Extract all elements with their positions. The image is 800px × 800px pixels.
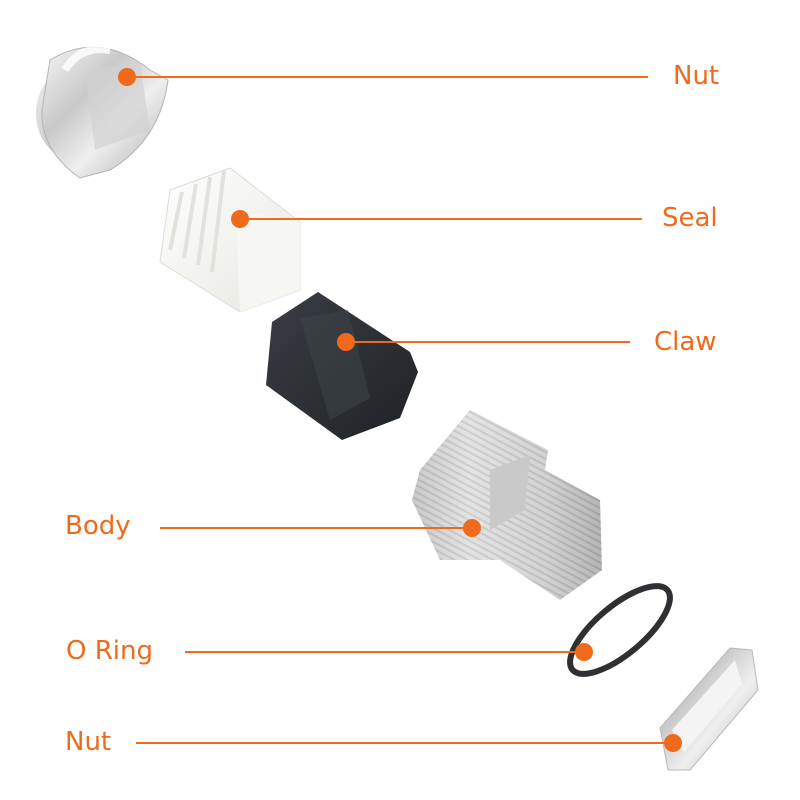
callout-dot-body [463,519,481,537]
nut-bottom-part [659,647,759,771]
callout-dot-claw [337,333,355,351]
o-ring-part [567,583,673,677]
label-body: Body [65,511,131,541]
label-nut-top: Nut [673,61,720,91]
nut-top-part [35,45,169,179]
seal-part [159,167,301,313]
label-seal: Seal [662,203,718,233]
callout-dot-nut-top [118,68,136,86]
body-part [412,410,602,600]
label-nut-bottom: Nut [65,727,112,757]
callout-lines [127,76,673,744]
callout-dots [118,68,682,752]
callout-dot-o-ring [575,643,593,661]
callout-dot-seal [231,210,249,228]
callout-dot-nut-bottom [664,734,682,752]
label-o-ring: O Ring [66,636,154,666]
label-claw: Claw [654,327,717,357]
claw-part [266,292,418,440]
